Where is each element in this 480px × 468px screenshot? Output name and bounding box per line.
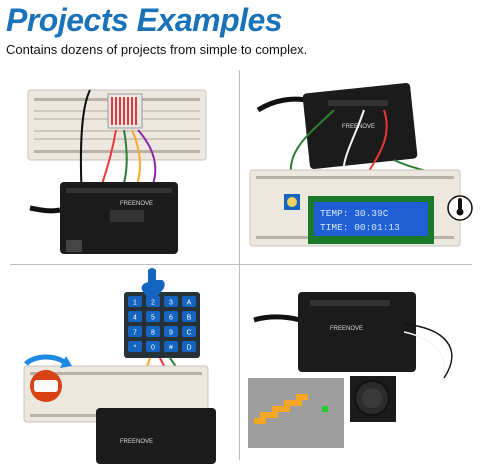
keypad-keys: 1 2 3 A 4 5 6 B 7 8 9 C * 0 # D [128,296,196,352]
keypad-key-label: A [187,300,192,307]
keypad-key[interactable] [164,311,178,322]
keypad-key[interactable] [164,296,178,307]
lcd-illustration: FREENOVE TEMP: 30.39C TIME: 00:01:13 [249,82,473,247]
page-subtitle: Contains dozens of projects from simple … [6,42,308,57]
keypad-key[interactable] [146,341,160,352]
keypad-key-label: * [134,345,137,352]
keypad-key-label: C [186,330,191,337]
keypad-key-label: 5 [151,315,155,322]
snake-segment [254,418,260,424]
snake-segment [278,406,284,412]
page-title: Projects Examples [6,2,283,38]
snake-segment [302,394,308,400]
keypad-key[interactable] [146,296,160,307]
snake-segment [290,400,296,406]
lcd-line-2: TIME: 00:01:13 [320,222,400,233]
keypad-key[interactable] [128,311,142,322]
snake-segment [284,406,290,412]
arduino-board [298,292,416,372]
keypad-key-label: B [187,315,192,322]
keypad-key-label: 0 [151,345,155,352]
keypad-key[interactable] [182,326,196,337]
snake-segment [284,400,290,406]
vertical-divider [239,70,240,460]
arduino-board [96,408,216,464]
board-brand: FREENOVE [120,439,153,445]
keypad-key[interactable] [182,341,196,352]
rotate-arrow-icon [24,354,72,368]
panel-joystick-project: FREENOVE [244,268,476,464]
keypad-key-label: 3 [169,300,173,307]
keypad-key-label: 2 [151,300,155,307]
keypad-key[interactable] [128,326,142,337]
snake-segment [260,418,266,424]
keypad-key[interactable] [146,326,160,337]
board-brand: FREENOVE [120,201,153,207]
horizontal-divider [10,264,472,265]
lcd-line-1: TEMP: 30.39C [320,208,389,219]
keypad-key-label: D [186,345,191,352]
board-brand: FREENOVE [330,326,363,332]
panel-led-bar-project: FREENOVE [20,70,235,260]
keypad-key-label: 7 [133,330,137,337]
snake-segment [296,394,302,400]
led-bar-illustration: FREENOVE [27,89,207,254]
keypad-key-label: 8 [151,330,155,337]
lcd-screen [314,202,428,236]
hand-pointer-icon [141,268,165,296]
keypad-key-label: 1 [133,300,137,307]
joystick-illustration: FREENOVE [248,292,453,448]
keypad-key-label: 4 [133,315,137,322]
snake-segment [296,400,302,406]
keypad-key-label: # [169,345,173,352]
panel-keypad-project: 1 2 3 A 4 5 6 B 7 8 9 C * 0 # D FREENOVE [20,268,235,464]
keypad-key[interactable] [128,296,142,307]
snake-segment [272,406,278,412]
thermometer-icon [447,195,473,221]
snake-segment [272,412,278,418]
keypad-key[interactable] [128,341,142,352]
panel-lcd-project: FREENOVE TEMP: 30.39C TIME: 00:01:13 [244,70,476,260]
keypad-key[interactable] [164,341,178,352]
snake-segment [266,412,272,418]
keypad [124,292,200,358]
keypad-key[interactable] [182,311,196,322]
keypad-key[interactable] [146,311,160,322]
snake-segment [260,412,266,418]
snake-game-snake [254,394,308,424]
snake-game-food [322,406,328,412]
keypad-key[interactable] [182,296,196,307]
keypad-key[interactable] [164,326,178,337]
keypad-key-label: 6 [169,315,173,322]
keypad-key-label: 9 [169,330,173,337]
keypad-illustration: 1 2 3 A 4 5 6 B 7 8 9 C * 0 # D FREENOVE [23,268,216,464]
